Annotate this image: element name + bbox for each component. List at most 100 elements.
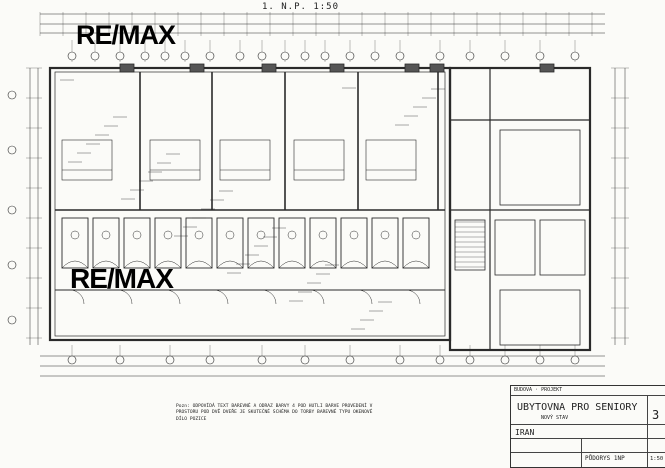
door-swing <box>117 289 133 305</box>
grid-bubble <box>67 51 77 61</box>
grid-bubble <box>140 51 150 61</box>
door-swing <box>371 260 399 269</box>
grid-bubble <box>300 51 310 61</box>
room <box>494 219 536 276</box>
door-swing <box>357 289 373 305</box>
grid-bubble <box>435 51 445 61</box>
window <box>329 63 345 73</box>
grid-bubble <box>160 51 170 61</box>
bathroom <box>123 217 151 269</box>
bathroom <box>216 217 244 269</box>
drawing-name: PŮDORYS 1NP <box>585 455 625 462</box>
grid-bubble <box>165 355 175 365</box>
grid-bubble <box>320 51 330 61</box>
grid-bubble <box>205 51 215 61</box>
toilet <box>380 230 390 240</box>
grid-bubble <box>465 51 475 61</box>
exterior-wall <box>48 66 452 342</box>
bathroom <box>61 217 89 269</box>
bed <box>365 139 417 181</box>
window <box>261 63 277 73</box>
sheet-title: 1. N.P. 1:50 <box>262 2 340 12</box>
grid-bubble <box>280 51 290 61</box>
bathroom <box>371 217 399 269</box>
grid-bubble <box>67 355 77 365</box>
title-block-header: BUDOVA · PROJEKT <box>514 387 563 393</box>
door-swing <box>154 260 182 269</box>
grid-bubble <box>395 51 405 61</box>
door-swing <box>165 289 181 305</box>
project-name: UBYTOVNA PRO SENIORY <box>517 402 638 413</box>
door-swing <box>309 260 337 269</box>
bathroom <box>340 217 368 269</box>
toilet <box>225 230 235 240</box>
drawing-note: Pozn: ODPOVÍDÁ TEXT BAREVNÉ A ODRAZ BARV… <box>176 404 373 422</box>
grid-bubble <box>257 355 267 365</box>
grid-bubble <box>90 51 100 61</box>
exterior-wall <box>448 66 592 352</box>
interior-wall <box>54 71 446 337</box>
door-swing <box>216 260 244 269</box>
grid-bubble <box>300 355 310 365</box>
bed <box>293 139 345 181</box>
window <box>189 63 205 73</box>
grid-bubble <box>500 355 510 365</box>
door-swing <box>405 289 421 305</box>
bed <box>149 139 201 181</box>
stair <box>454 219 486 271</box>
grid-bubble <box>205 355 215 365</box>
grid-bubble <box>257 51 267 61</box>
door-swing <box>278 260 306 269</box>
place-name: IRAN <box>515 428 535 437</box>
toilet <box>194 230 204 240</box>
door-swing <box>247 260 275 269</box>
grid-bubble <box>370 51 380 61</box>
toilet <box>256 230 266 240</box>
bed <box>61 139 113 181</box>
grid-bubble <box>395 355 405 365</box>
door-swing <box>213 289 229 305</box>
toilet <box>70 230 80 240</box>
sheet-number: 3 <box>652 408 660 422</box>
grid-bubble <box>570 355 580 365</box>
door-swing <box>185 260 213 269</box>
door-swing <box>309 289 325 305</box>
bathroom <box>185 217 213 269</box>
room <box>499 289 581 346</box>
drawing-scale: 1:50 <box>650 456 664 462</box>
room <box>499 129 581 206</box>
grid-bubble <box>115 51 125 61</box>
grid-bubble <box>500 51 510 61</box>
grid-bubble <box>465 355 475 365</box>
bathroom <box>278 217 306 269</box>
grid-bubble <box>570 51 580 61</box>
grid-bubble <box>345 51 355 61</box>
toilet <box>411 230 421 240</box>
grid-bubble <box>115 355 125 365</box>
door-swing <box>92 260 120 269</box>
grid-bubble <box>235 51 245 61</box>
grid-bubble <box>535 355 545 365</box>
bathroom <box>247 217 275 269</box>
bathroom <box>92 217 120 269</box>
bathroom <box>309 217 337 269</box>
remax-watermark: RE/MAX <box>70 263 174 294</box>
bathroom <box>154 217 182 269</box>
grid-bubble <box>535 51 545 61</box>
door-swing <box>123 260 151 269</box>
door-swing <box>402 260 430 269</box>
door-swing <box>340 260 368 269</box>
toilet <box>349 230 359 240</box>
grid-bubble <box>7 315 17 325</box>
door-swing <box>69 289 85 305</box>
toilet <box>132 230 142 240</box>
toilet <box>101 230 111 240</box>
project-subtitle: NOVÝ STAV <box>541 415 569 421</box>
bed <box>219 139 271 181</box>
title-block: BUDOVA · PROJEKT UBYTOVNA PRO SENIORY NO… <box>510 385 665 468</box>
grid-bubble <box>7 145 17 155</box>
toilet <box>287 230 297 240</box>
grid-bubble <box>7 260 17 270</box>
